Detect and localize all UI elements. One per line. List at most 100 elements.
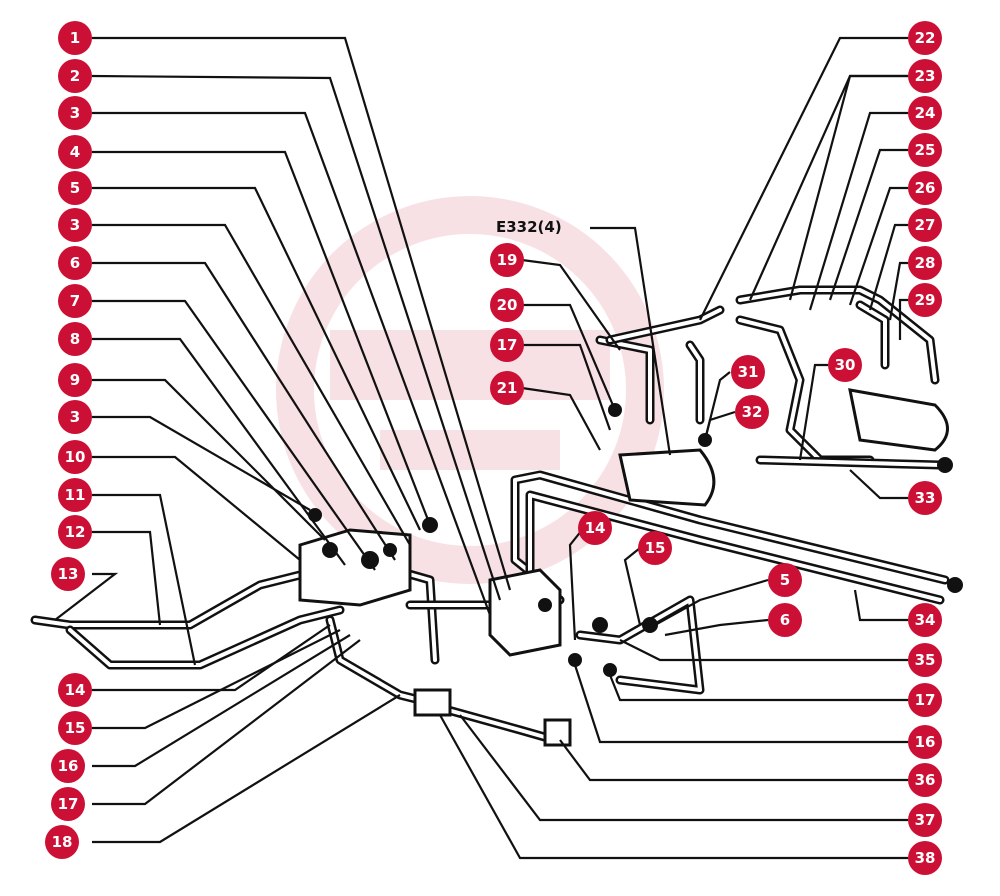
svg-text:14: 14 xyxy=(585,519,606,537)
svg-text:17: 17 xyxy=(915,691,936,709)
callouts-middle: 19 20 17 21 14 15 5 6 xyxy=(490,243,802,637)
callout-38: 38 xyxy=(908,841,942,875)
svg-text:15: 15 xyxy=(65,719,86,737)
svg-text:21: 21 xyxy=(497,379,518,397)
svg-text:7: 7 xyxy=(70,292,80,310)
callout-19: 19 xyxy=(490,243,524,277)
svg-text:6: 6 xyxy=(70,254,80,272)
svg-text:26: 26 xyxy=(915,179,936,197)
callout-3b: 3 xyxy=(58,208,92,242)
callout-12: 12 xyxy=(58,515,92,549)
svg-text:16: 16 xyxy=(915,733,936,751)
svg-text:13: 13 xyxy=(58,565,79,583)
svg-text:38: 38 xyxy=(915,849,936,867)
svg-text:20: 20 xyxy=(497,296,518,314)
callout-34: 34 xyxy=(908,603,942,637)
callout-7: 7 xyxy=(58,284,92,318)
callout-31: 31 xyxy=(731,355,765,389)
svg-text:11: 11 xyxy=(65,486,86,504)
svg-text:36: 36 xyxy=(915,771,936,789)
callout-18: 18 xyxy=(45,825,79,859)
callout-22: 22 xyxy=(908,21,942,55)
svg-text:30: 30 xyxy=(835,356,856,374)
callout-1: 1 xyxy=(58,21,92,55)
svg-text:2: 2 xyxy=(70,67,80,85)
svg-text:28: 28 xyxy=(915,254,936,272)
svg-text:12: 12 xyxy=(65,523,86,541)
svg-text:6: 6 xyxy=(780,611,790,629)
callout-28: 28 xyxy=(908,246,942,280)
svg-text:34: 34 xyxy=(915,611,936,629)
svg-text:4: 4 xyxy=(70,143,80,161)
svg-text:8: 8 xyxy=(70,330,80,348)
pipe-drawing xyxy=(30,285,950,745)
callout-25: 25 xyxy=(908,133,942,167)
callout-29: 29 xyxy=(908,283,942,317)
svg-text:25: 25 xyxy=(915,141,936,159)
svg-text:22: 22 xyxy=(915,29,936,47)
callout-26: 26 xyxy=(908,171,942,205)
callout-5: 5 xyxy=(58,171,92,205)
svg-text:27: 27 xyxy=(915,216,936,234)
callout-4: 4 xyxy=(58,135,92,169)
callout-32: 32 xyxy=(735,395,769,429)
callout-14: 14 xyxy=(58,673,92,707)
svg-text:24: 24 xyxy=(915,104,936,122)
callout-30: 30 xyxy=(828,348,862,382)
reference-label: E332(4) xyxy=(496,218,562,236)
callout-15: 15 xyxy=(58,711,92,745)
svg-text:14: 14 xyxy=(65,681,86,699)
callout-8: 8 xyxy=(58,322,92,356)
callout-36: 36 xyxy=(908,763,942,797)
svg-text:3: 3 xyxy=(70,104,80,122)
callouts-left: 1 2 3 4 5 3 6 7 8 9 3 10 11 12 13 14 15 … xyxy=(45,21,92,859)
callout-6-middle: 6 xyxy=(768,603,802,637)
svg-text:9: 9 xyxy=(70,371,80,389)
svg-text:18: 18 xyxy=(52,833,73,851)
callout-21: 21 xyxy=(490,371,524,405)
callout-33: 33 xyxy=(908,481,942,515)
svg-text:15: 15 xyxy=(645,539,666,557)
svg-text:10: 10 xyxy=(65,448,86,466)
callout-16: 16 xyxy=(51,749,85,783)
svg-text:37: 37 xyxy=(915,811,936,829)
svg-text:17: 17 xyxy=(497,336,518,354)
leader-lines xyxy=(54,36,908,860)
svg-text:16: 16 xyxy=(58,757,79,775)
callout-2: 2 xyxy=(58,59,92,93)
callout-10: 10 xyxy=(58,440,92,474)
watermark-logo xyxy=(276,196,664,584)
callout-27: 27 xyxy=(908,208,942,242)
callout-6: 6 xyxy=(58,246,92,280)
callout-5-middle: 5 xyxy=(768,563,802,597)
svg-text:3: 3 xyxy=(70,408,80,426)
components xyxy=(298,388,963,747)
callout-23: 23 xyxy=(908,59,942,93)
callout-11: 11 xyxy=(58,478,92,512)
callouts-right: 22 23 24 25 26 27 28 29 30 31 32 33 34 3… xyxy=(731,21,942,875)
callout-17: 17 xyxy=(51,787,85,821)
callout-9: 9 xyxy=(58,363,92,397)
svg-text:17: 17 xyxy=(58,795,79,813)
callout-37: 37 xyxy=(908,803,942,837)
svg-text:35: 35 xyxy=(915,651,936,669)
callout-24: 24 xyxy=(908,96,942,130)
callout-15-middle: 15 xyxy=(638,531,672,565)
callout-16-right: 16 xyxy=(908,725,942,759)
svg-text:1: 1 xyxy=(70,29,80,47)
callout-13: 13 xyxy=(51,557,85,591)
svg-text:33: 33 xyxy=(915,489,936,507)
callout-17-middle: 17 xyxy=(490,328,524,362)
callout-35: 35 xyxy=(908,643,942,677)
callout-20: 20 xyxy=(490,288,524,322)
callout-3c: 3 xyxy=(58,400,92,434)
svg-text:3: 3 xyxy=(70,216,80,234)
callout-17-right: 17 xyxy=(908,683,942,717)
callout-14-middle: 14 xyxy=(578,511,612,545)
svg-text:19: 19 xyxy=(497,251,518,269)
svg-text:29: 29 xyxy=(915,291,936,309)
callout-3a: 3 xyxy=(58,96,92,130)
svg-text:31: 31 xyxy=(738,363,759,381)
